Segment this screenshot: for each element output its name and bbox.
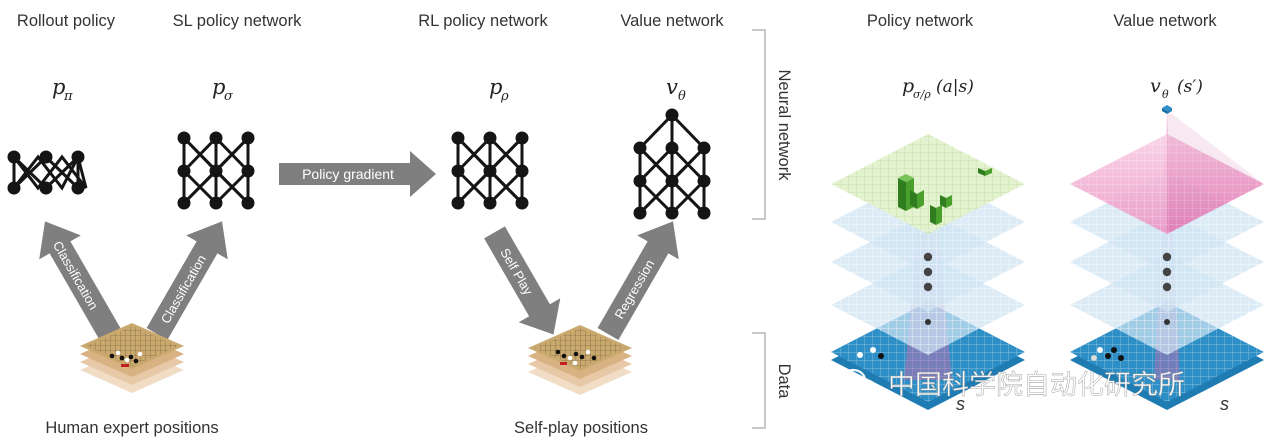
svg-text:ρ: ρ bbox=[500, 89, 509, 104]
human-expert-positions-label: Human expert positions bbox=[45, 419, 218, 437]
watermark-text: 中国科学院自动化研究所 bbox=[888, 370, 1185, 401]
value-network-icon bbox=[633, 108, 711, 220]
classification-arrow-right: Classification bbox=[146, 221, 228, 340]
svg-text:π: π bbox=[63, 89, 73, 104]
title-policy-network-right: Policy network bbox=[867, 12, 974, 30]
svg-text:θ: θ bbox=[1162, 88, 1169, 101]
human-expert-board-stack bbox=[80, 323, 184, 393]
data-label: Data bbox=[775, 364, 793, 400]
title-value-network-right: Value network bbox=[1113, 12, 1217, 30]
svg-text:(a|s): (a|s) bbox=[936, 77, 974, 97]
regression-arrow: Regression bbox=[597, 221, 679, 340]
svg-text:(s′): (s′) bbox=[1177, 77, 1203, 97]
self-play-positions-label: Self-play positions bbox=[514, 419, 648, 437]
svg-text:σ/ρ: σ/ρ bbox=[913, 88, 931, 101]
policy-gradient-label: Policy gradient bbox=[302, 166, 394, 182]
self-play-arrow: Self Play bbox=[484, 226, 561, 335]
classification-label-left: Classification bbox=[50, 238, 101, 312]
data-bracket: Data bbox=[752, 332, 793, 429]
watermark: 中国科学院自动化研究所 bbox=[839, 368, 1185, 401]
svg-text:θ: θ bbox=[678, 89, 686, 104]
symbol-value-output: v θ (s′) bbox=[1150, 75, 1203, 101]
rl-policy-network-icon bbox=[451, 131, 529, 210]
svg-text:p: p bbox=[52, 75, 65, 99]
symbol-v-theta: v θ bbox=[666, 75, 686, 104]
svg-text:v: v bbox=[1150, 75, 1161, 97]
title-rollout-policy: Rollout policy bbox=[17, 12, 116, 30]
neural-network-label: Neural network bbox=[775, 70, 793, 182]
svg-text:p: p bbox=[489, 75, 502, 99]
svg-text:p: p bbox=[212, 75, 225, 99]
classification-label-right: Classification bbox=[158, 252, 209, 326]
svg-text:p: p bbox=[902, 75, 914, 97]
svg-text:v: v bbox=[666, 75, 678, 99]
self-play-board-stack bbox=[528, 325, 632, 395]
state-label-left: s bbox=[956, 394, 965, 414]
policy-gradient-arrow: Policy gradient bbox=[279, 151, 436, 197]
symbol-policy-output: p σ/ρ (a|s) bbox=[902, 75, 974, 101]
symbol-p-sigma: p σ bbox=[212, 75, 234, 104]
rollout-network-icon bbox=[7, 150, 88, 195]
wechat-icon bbox=[839, 368, 878, 399]
classification-arrow-left: Classification bbox=[39, 221, 121, 340]
title-value-network: Value network bbox=[620, 12, 724, 30]
svg-text:σ: σ bbox=[224, 89, 234, 104]
title-rl-policy-network: RL policy network bbox=[418, 12, 548, 30]
state-label-right: s bbox=[1220, 394, 1229, 414]
neural-network-bracket: Neural network bbox=[752, 29, 793, 220]
title-sl-policy-network: SL policy network bbox=[173, 12, 302, 30]
symbol-p-pi: p π bbox=[52, 75, 73, 104]
policy-network-stack bbox=[831, 134, 1025, 410]
symbol-p-rho: p ρ bbox=[489, 75, 509, 104]
value-network-stack bbox=[1069, 105, 1265, 410]
sl-policy-network-icon bbox=[177, 131, 255, 210]
